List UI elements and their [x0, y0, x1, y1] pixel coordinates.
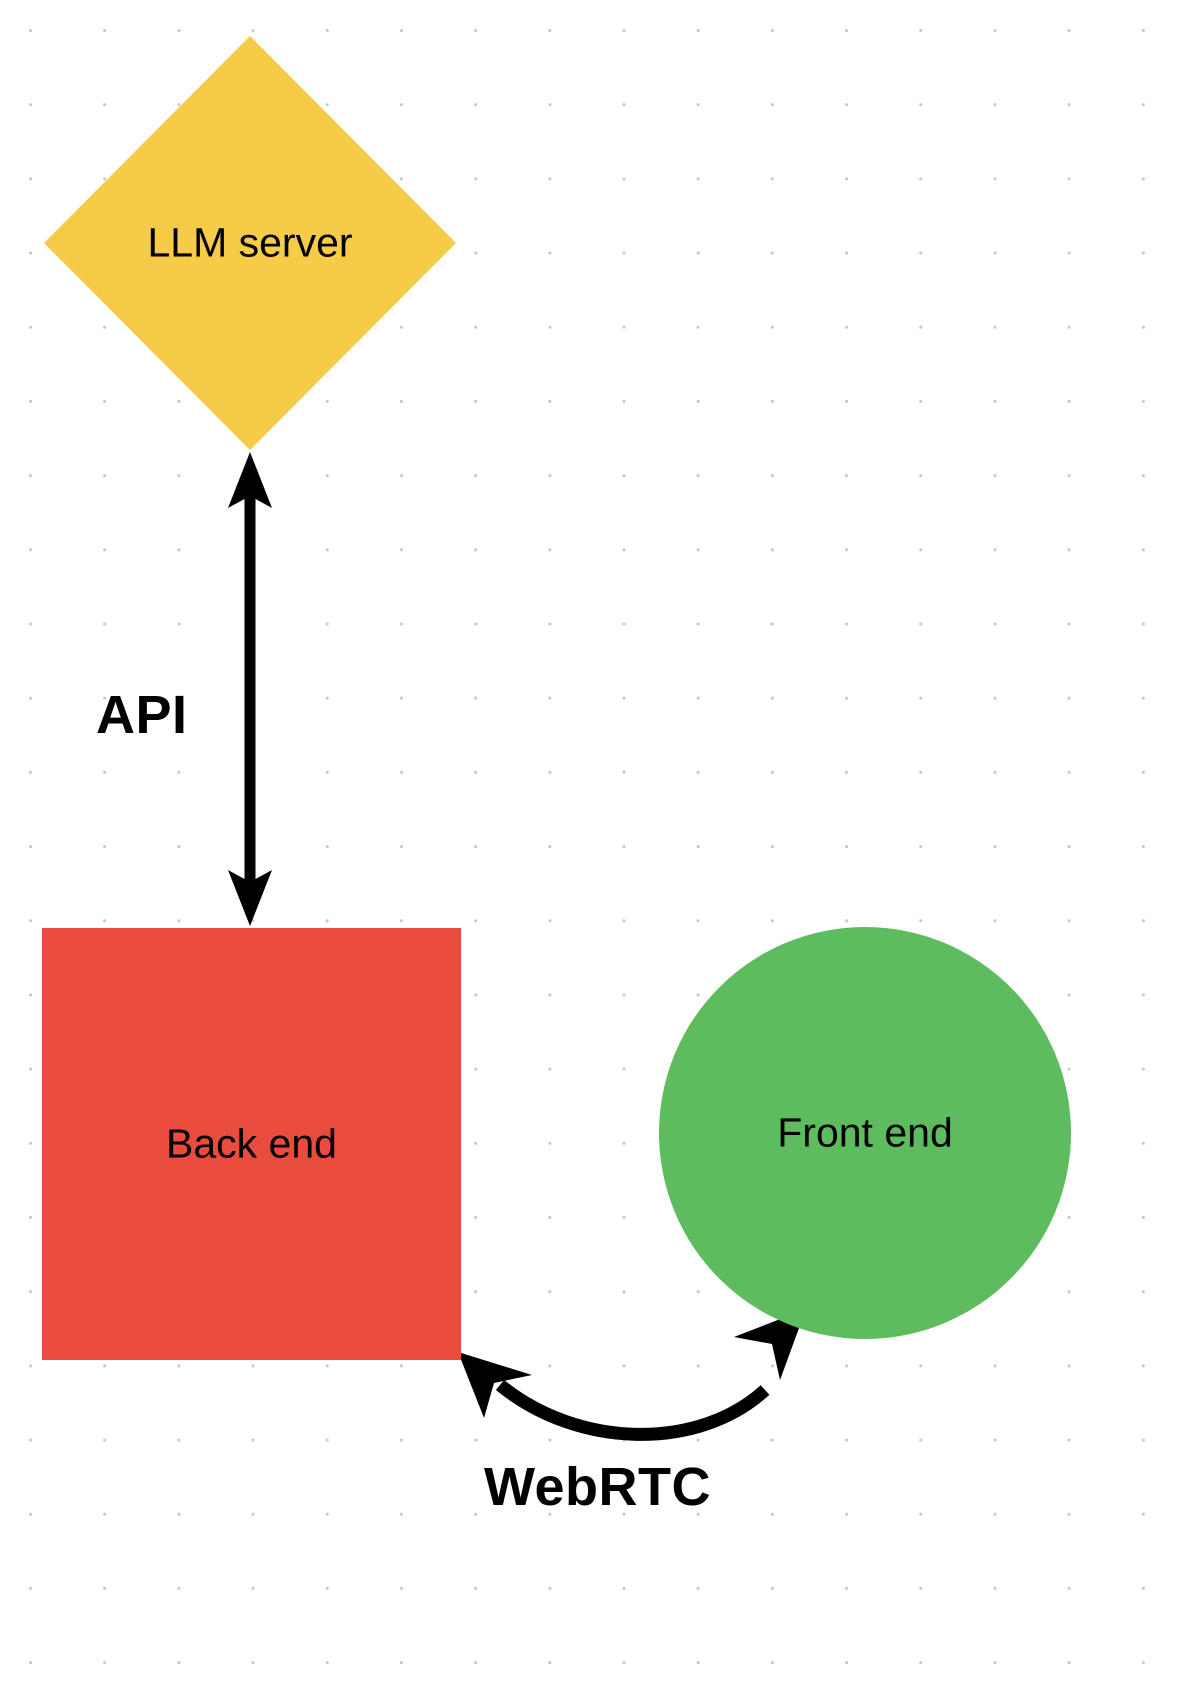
- edge-api-arrowhead-down: [228, 870, 272, 926]
- edge-webrtc-label: WebRTC: [484, 1457, 711, 1517]
- edge-webrtc-curve: [495, 1379, 770, 1441]
- edge-api-arrow[interactable]: [228, 452, 272, 926]
- node-back-end[interactable]: Back end: [42, 928, 461, 1360]
- edge-api-label: API: [96, 685, 188, 745]
- rectangle-shape: [42, 928, 461, 1360]
- node-front-end[interactable]: Front end: [659, 927, 1071, 1339]
- circle-shape: [659, 927, 1071, 1339]
- edge-webrtc-arrowhead-left: [458, 1352, 532, 1418]
- edge-api-arrowhead-up: [228, 452, 272, 508]
- node-llm-server[interactable]: LLM server: [44, 36, 456, 450]
- diamond-shape: [44, 36, 456, 450]
